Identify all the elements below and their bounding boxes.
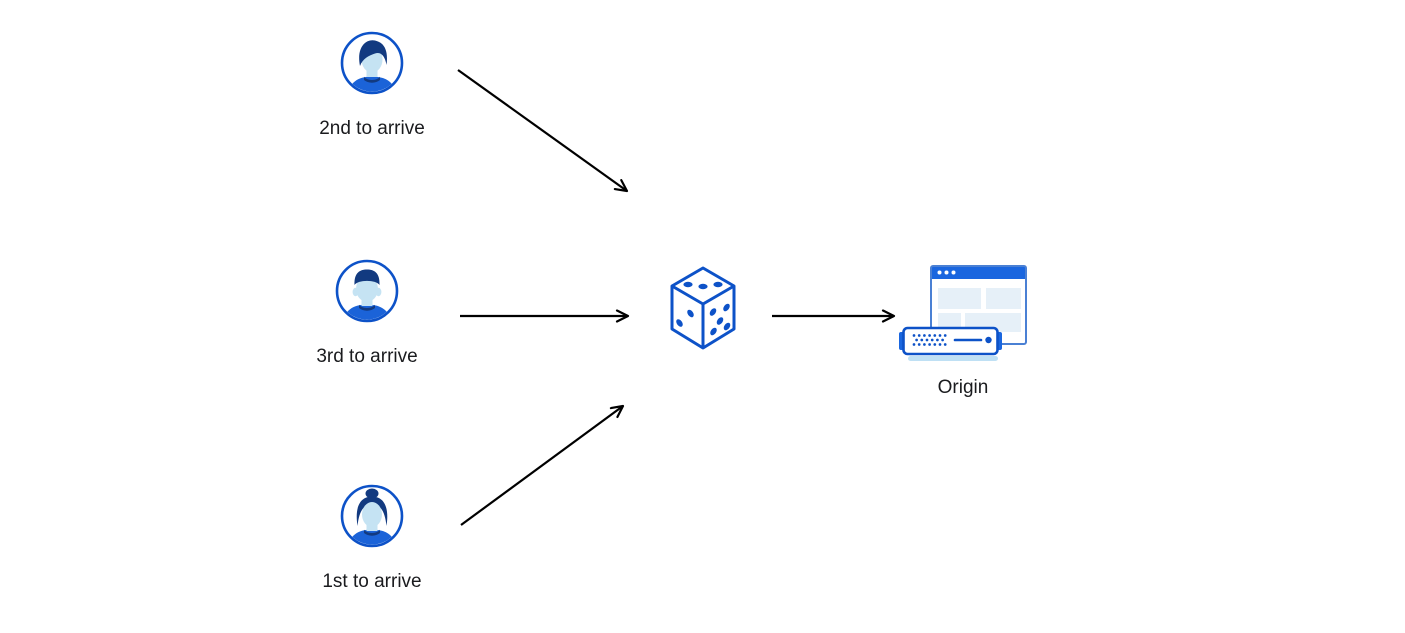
avatar-collar — [359, 304, 375, 311]
avatar-face — [362, 502, 382, 527]
node-origin: Origin — [898, 265, 1028, 399]
avatar-collar — [364, 76, 380, 83]
window-dots-icon — [937, 270, 956, 275]
avatar-collar — [364, 529, 380, 536]
node-dice — [668, 265, 738, 351]
person-avatar-icon — [340, 31, 404, 95]
dice-pips — [676, 281, 731, 336]
server-appliance-icon — [899, 326, 1002, 361]
avatar-face — [356, 276, 378, 302]
avatar-hair-bun — [365, 488, 379, 499]
node-label-visitor-first: 1st to arrive — [322, 571, 422, 592]
node-label-visitor-second: 2nd to arrive — [319, 118, 425, 139]
node-label-visitor-third: 3rd to arrive — [316, 346, 418, 367]
dice-icon — [670, 266, 736, 350]
avatar-hair — [359, 40, 387, 66]
avatar-hair — [354, 269, 380, 285]
server-vent-dots — [912, 334, 947, 346]
person-avatar-icon — [335, 259, 399, 323]
avatar-hair — [356, 496, 388, 526]
person-avatar-icon — [340, 484, 404, 548]
arrow-visitor-first-to-dice — [460, 406, 623, 526]
origin-server-icon — [899, 265, 1027, 361]
node-visitor-second: 2nd to arrive — [302, 31, 442, 140]
arrow-visitor-second-to-dice — [457, 69, 627, 191]
node-visitor-first: 1st to arrive — [302, 484, 442, 593]
node-visitor-third: 3rd to arrive — [297, 259, 437, 368]
node-label-origin: Origin — [937, 377, 989, 398]
server-led — [985, 336, 992, 344]
